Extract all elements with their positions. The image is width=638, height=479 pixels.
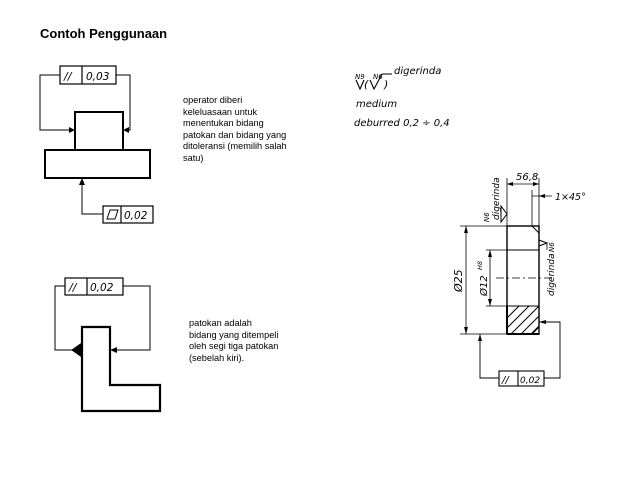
parallel-value: 0,03 [86, 71, 109, 83]
surface-symbol-icon-2 [369, 73, 383, 91]
tolerance-frame-parallelism: // 0,03 [59, 65, 117, 85]
parallel-symbol: // [63, 70, 73, 83]
annotation-note-operator: operator diberi keleluasaan untuk menent… [183, 95, 287, 163]
surface-finish-spec: N9 ( N6 ) digerinda medium deburred 0,2 … [354, 66, 450, 129]
upper-block [74, 111, 124, 151]
part-outline [506, 225, 540, 335]
surface-symbol-icon [355, 79, 365, 91]
tolerance-frame-parallelism-3: // 0,02 [498, 370, 545, 387]
spec-deburred: deburred 0,2 ÷ 0,4 [354, 118, 450, 129]
label-digerinda-top: digerinda [492, 177, 502, 220]
hatched-section [506, 305, 540, 335]
label-n6-top: N6 [483, 212, 491, 222]
dim-dia-25: Ø25 [452, 269, 465, 293]
parallel-value-2: 0,02 [90, 282, 114, 294]
figure-parallelism-block: // 0,03 0,02 [39, 65, 154, 224]
spec-n6: N6 [373, 73, 383, 81]
spec-digerinda: digerinda [394, 66, 441, 77]
spec-medium: medium [356, 99, 397, 110]
annotation-note-datum: patokan adalah bidang yang ditempeli ole… [189, 318, 279, 363]
label-n6-right: N6 [548, 242, 556, 252]
tolerance-frame-flatness: 0,02 [102, 205, 154, 224]
parallel-symbol-3: // [501, 375, 510, 386]
dim-56-8: 56,8 [516, 172, 538, 183]
flatness-value: 0,02 [124, 210, 148, 222]
section-drawing: 56,8 1×45° digerinda N6 digerinda N6 Ø25… [452, 172, 586, 387]
flatness-icon [106, 209, 119, 220]
dim-dia-12: Ø12 [478, 275, 490, 297]
svg-text:): ) [383, 78, 388, 91]
parallel-symbol-2: // [68, 281, 78, 294]
l-shape-part [80, 325, 162, 413]
parallel-value-3: 0,02 [520, 376, 540, 386]
datum-triangle-icon [71, 342, 83, 358]
page-title: Contoh Penggunaan [40, 26, 168, 41]
figure-l-shape-datum: // 0,02 [54, 277, 162, 413]
tolerance-frame-parallelism-2: // 0,02 [64, 277, 124, 296]
surface-mark-icon-top [500, 204, 508, 224]
base-plate [44, 149, 151, 179]
surface-mark-icon-right [538, 239, 549, 247]
label-digerinda-right: digerinda [547, 253, 557, 296]
spec-n9: N9 [355, 73, 365, 81]
dim-chamfer: 1×45° [555, 192, 586, 203]
dim-tol-h8: H8 [476, 261, 484, 270]
svg-text:(: ( [364, 78, 369, 91]
